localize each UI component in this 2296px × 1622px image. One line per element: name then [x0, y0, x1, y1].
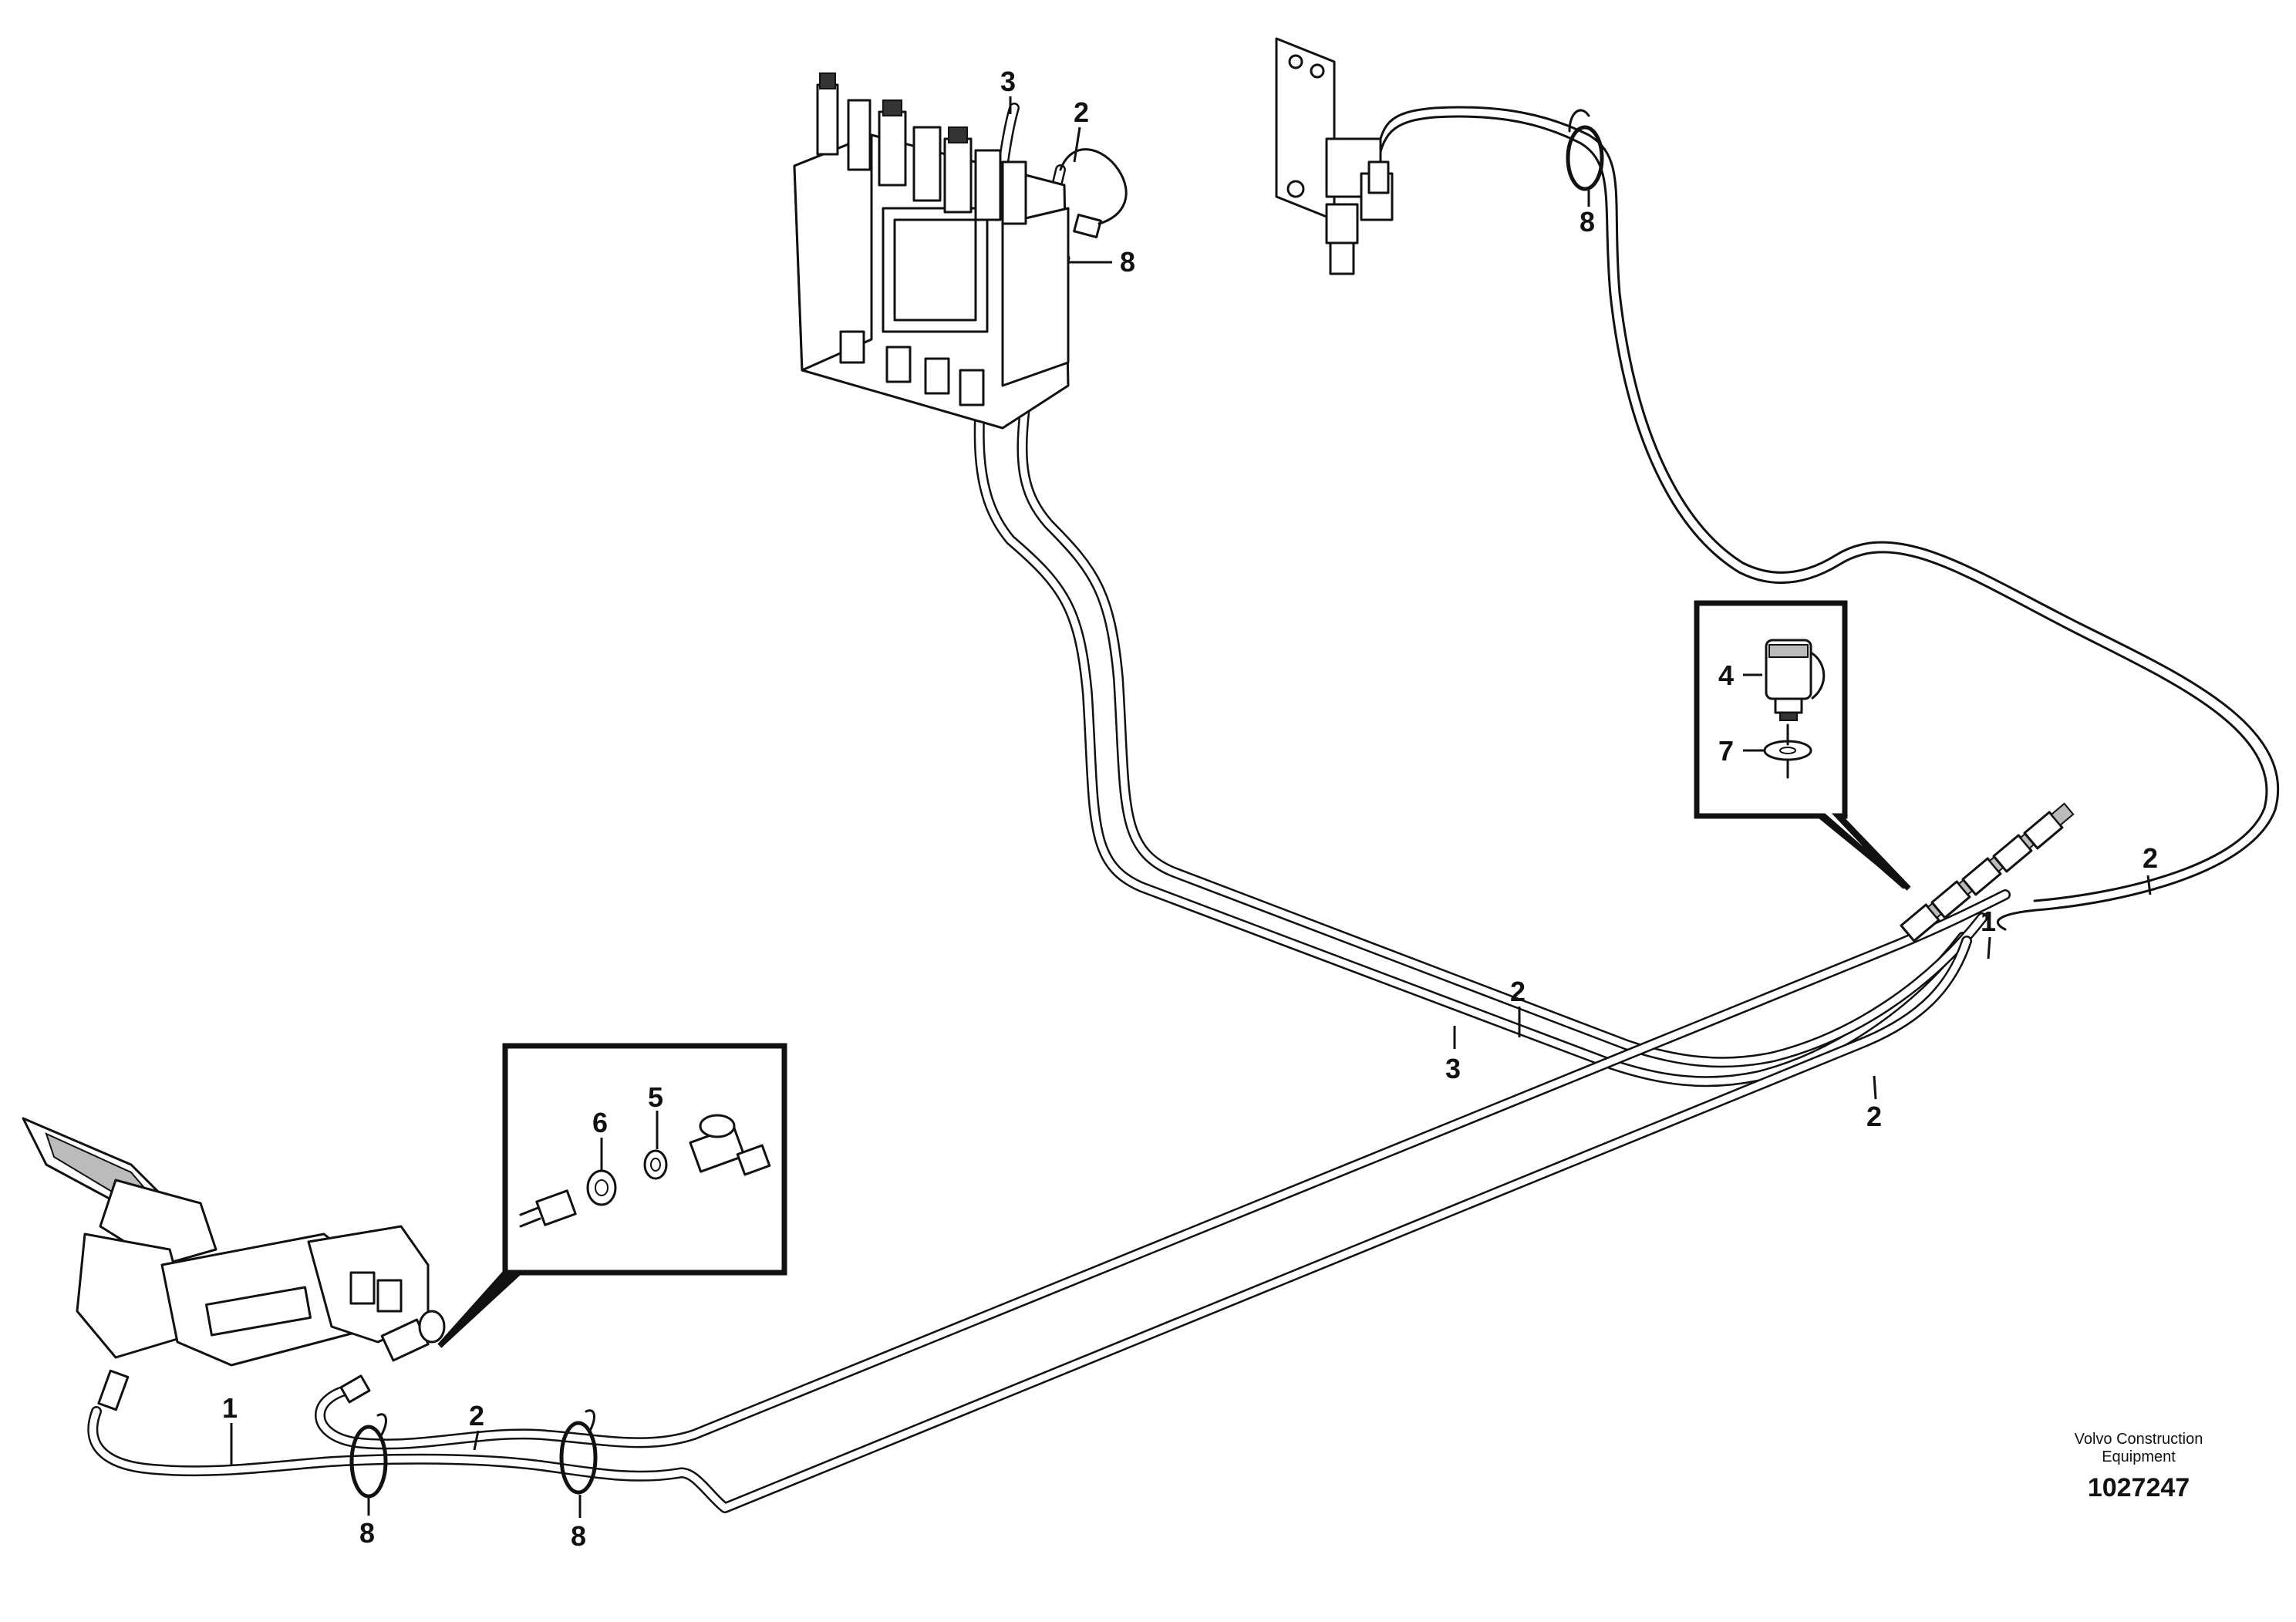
dust-cap-part-4 — [1765, 639, 1826, 721]
callout-2-right: 2 — [2143, 842, 2158, 874]
clamp-8-middle — [559, 1421, 598, 1495]
o-ring-part-5 — [643, 1149, 668, 1180]
washer-part-7 — [1763, 723, 1812, 779]
callout-2-valve: 2 — [1074, 96, 1089, 128]
clamp-8-left — [349, 1425, 388, 1499]
valve-bottom-ports — [839, 330, 985, 406]
callout-leaders — [230, 96, 2152, 1518]
elbow-fitting — [689, 1114, 771, 1176]
callout-2-left: 2 — [469, 1400, 484, 1431]
footer-brand-line1: Volvo Construction — [2075, 1431, 2203, 1448]
valve-spool-caps — [816, 73, 1027, 225]
footer-brand-line2: Equipment — [2102, 1448, 2176, 1465]
detail-box-fittings — [437, 1043, 787, 1348]
callout-7: 7 — [1718, 735, 1734, 767]
clamp-8-top — [1566, 125, 1604, 191]
drawing-number: 1027247 — [2088, 1473, 2190, 1502]
callout-6: 6 — [592, 1107, 608, 1138]
pedal-valve-assembly — [22, 1117, 446, 1411]
callout-1-left: 1 — [222, 1392, 238, 1424]
callout-2-middle: 2 — [1510, 976, 1526, 1007]
callout-5: 5 — [648, 1081, 663, 1113]
hose-2-upper-loop-b — [1375, 115, 2268, 902]
callout-labels: 3 2 8 8 4 7 2 1 2 3 2 6 5 1 2 8 8 — [222, 66, 2158, 1552]
callout-4: 4 — [1718, 659, 1734, 691]
control-valve-block — [793, 73, 1128, 430]
callout-1-right: 1 — [1981, 905, 1996, 937]
callout-8-valve: 8 — [1120, 246, 1135, 278]
callout-3-middle: 3 — [1445, 1053, 1461, 1084]
manufacturer-footer: Volvo Construction Equipment 1027247 — [2075, 1431, 2203, 1502]
callout-8-middle: 8 — [571, 1520, 586, 1552]
callout-8-top: 8 — [1580, 206, 1595, 238]
sleeve-part-6 — [586, 1169, 617, 1206]
brake-valve-bracket — [1275, 37, 1394, 275]
callout-8-left: 8 — [359, 1517, 375, 1549]
quick-coupler-block — [1900, 802, 2075, 943]
nut-fitting — [535, 1189, 577, 1226]
callout-3-valve: 3 — [1000, 66, 1016, 97]
callout-2-lower-right: 2 — [1866, 1101, 1882, 1132]
